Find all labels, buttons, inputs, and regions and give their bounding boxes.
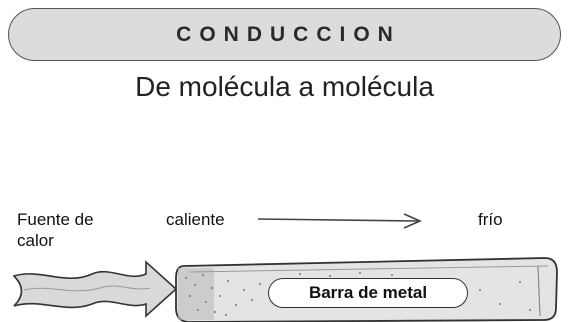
cold-label: frío bbox=[478, 210, 503, 229]
heat-flow-arrow-icon bbox=[257, 213, 422, 229]
heat-source-label: Fuente de calor bbox=[17, 210, 94, 250]
page-title: CONDUCCION bbox=[176, 22, 401, 46]
metal-bar-label: Barra de metal bbox=[268, 278, 468, 308]
hot-label: caliente bbox=[166, 210, 225, 229]
title-banner: CONDUCCION bbox=[8, 8, 561, 61]
page-subtitle: De molécula a molécula bbox=[135, 71, 434, 102]
heat-source-arrow-icon bbox=[12, 260, 178, 318]
